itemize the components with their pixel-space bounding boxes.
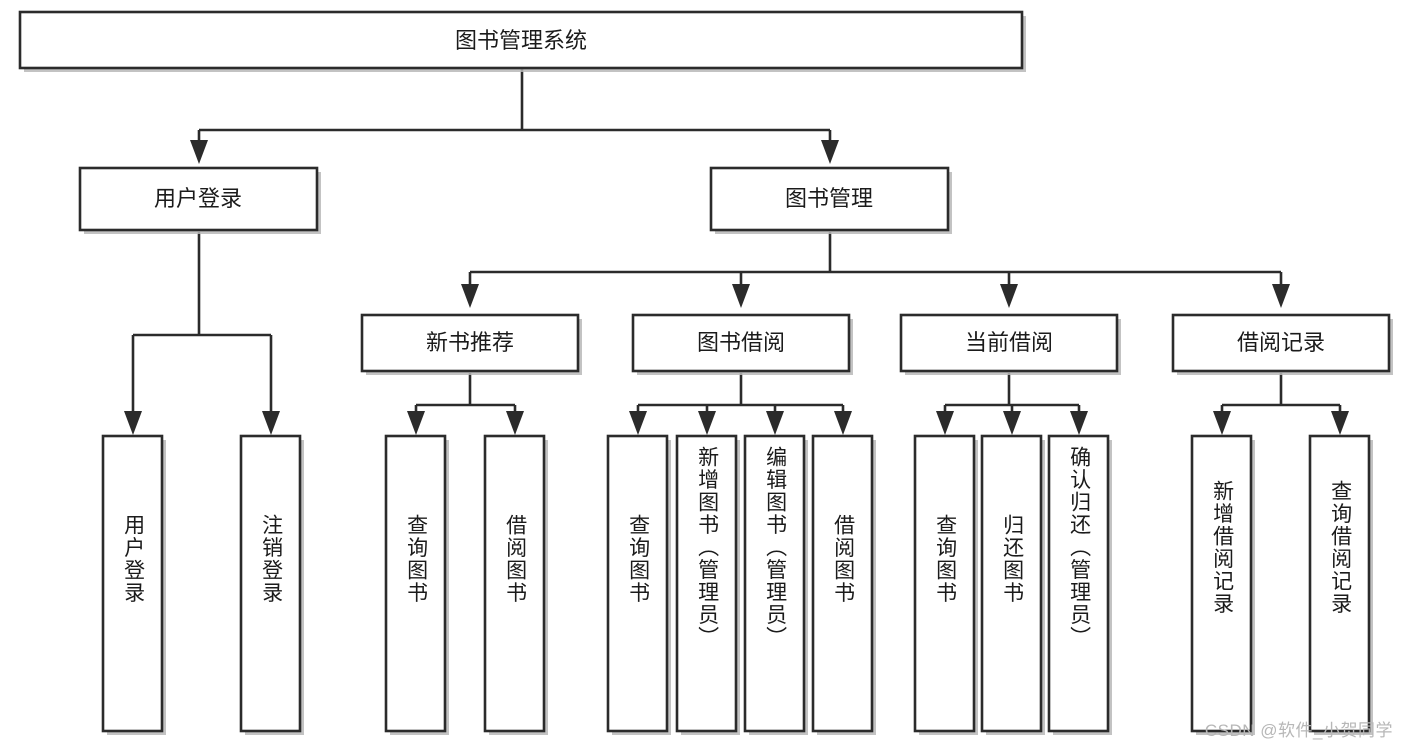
arrow-to-borrow-record [1272, 284, 1290, 308]
node-layer: 图书管理系统 用户登录 图书管理 新书推荐 [18, 10, 1393, 735]
arrow-to-leaf-book-borrow-2 [698, 411, 716, 435]
leaf-borrow-record-1[interactable] [1190, 434, 1255, 735]
arrow-to-leaf-book-borrow-4 [834, 411, 852, 435]
arrow-to-new-book-recommend [461, 284, 479, 308]
node-new-book-recommend-label: 新书推荐 [426, 330, 514, 355]
arrow-to-leaf-current-borrow-3 [1070, 411, 1088, 435]
node-book-borrow-label: 图书借阅 [697, 330, 785, 355]
node-current-borrow[interactable]: 当前借阅 [899, 313, 1121, 375]
node-user-login-label: 用户登录 [154, 186, 242, 211]
arrow-to-leaf-user-login-1 [124, 411, 142, 435]
arrow-to-leaf-current-borrow-2 [1003, 411, 1021, 435]
node-user-login[interactable]: 用户登录 [78, 166, 321, 234]
arrow-to-leaf-new-book-2 [506, 411, 524, 435]
node-current-borrow-label: 当前借阅 [965, 330, 1053, 355]
leaf-book-borrow-2[interactable] [675, 434, 740, 735]
leaf-current-borrow-2[interactable] [980, 434, 1045, 735]
leaf-current-borrow-1[interactable] [913, 434, 978, 735]
leaf-user-login-2[interactable] [239, 434, 304, 735]
leaf-book-borrow-4[interactable] [811, 434, 876, 735]
arrow-to-leaf-book-borrow-1 [629, 411, 647, 435]
arrow-to-leaf-borrow-record-2 [1331, 411, 1349, 435]
leaf-book-borrow-3[interactable] [743, 434, 808, 735]
arrow-to-book-borrow [732, 284, 750, 308]
arrow-to-book-mgmt [821, 140, 839, 164]
node-root-system-label: 图书管理系统 [455, 28, 587, 53]
arrow-to-leaf-new-book-1 [407, 411, 425, 435]
connector-layer [124, 68, 1349, 435]
arrow-to-current-borrow [1000, 284, 1018, 308]
arrow-to-leaf-current-borrow-1 [936, 411, 954, 435]
arrow-to-leaf-book-borrow-3 [766, 411, 784, 435]
leaf-new-book-2[interactable] [483, 434, 548, 735]
node-borrow-record[interactable]: 借阅记录 [1171, 313, 1393, 375]
node-borrow-record-label: 借阅记录 [1237, 330, 1325, 355]
arrow-to-leaf-borrow-record-1 [1213, 411, 1231, 435]
leaf-current-borrow-3[interactable] [1047, 434, 1112, 735]
leaf-new-book-1[interactable] [384, 434, 449, 735]
node-book-management-label: 图书管理 [785, 186, 873, 211]
arrow-to-leaf-user-login-2 [262, 411, 280, 435]
node-root-system[interactable]: 图书管理系统 [18, 10, 1026, 72]
node-book-borrow[interactable]: 图书借阅 [631, 313, 853, 375]
leaf-book-borrow-1[interactable] [606, 434, 671, 735]
node-book-management[interactable]: 图书管理 [709, 166, 952, 234]
node-new-book-recommend[interactable]: 新书推荐 [360, 313, 582, 375]
leaf-borrow-record-2[interactable] [1308, 434, 1373, 735]
arrow-to-user-login [190, 140, 208, 164]
leaf-user-login-1[interactable] [101, 434, 166, 735]
